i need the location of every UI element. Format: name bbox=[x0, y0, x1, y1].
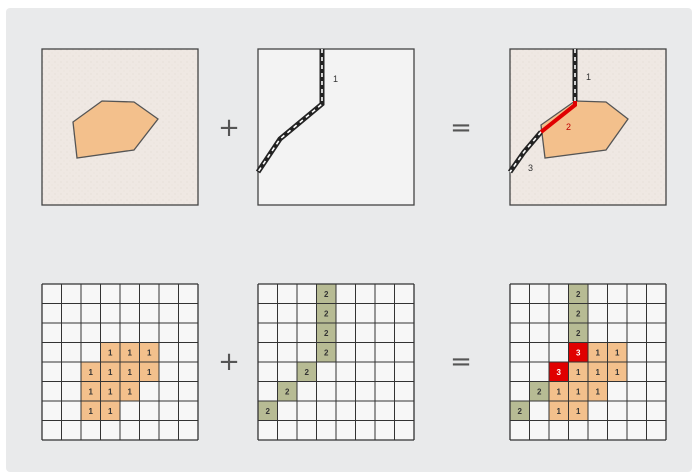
grid-cell bbox=[607, 342, 627, 362]
grid-cell bbox=[100, 342, 120, 362]
equals-operator-bottom: = bbox=[450, 347, 472, 377]
grid-cell-value: 1 bbox=[108, 407, 113, 416]
grid-cell-value: 1 bbox=[147, 348, 152, 357]
grid-cell-value: 1 bbox=[89, 407, 94, 416]
grid-cell-value: 1 bbox=[557, 387, 562, 396]
grid-cell bbox=[258, 401, 278, 421]
grid-cell-value: 1 bbox=[576, 387, 581, 396]
grid-cell-value: 3 bbox=[576, 348, 581, 357]
grid-cell bbox=[568, 284, 588, 304]
grid-cell bbox=[568, 401, 588, 421]
grid-cell bbox=[549, 401, 569, 421]
plus-operator-top: + bbox=[218, 113, 240, 143]
grid-cell-value: 1 bbox=[108, 348, 113, 357]
grid-cell bbox=[81, 381, 101, 401]
grid-cell-value: 2 bbox=[576, 329, 581, 338]
grid-cell-value: 1 bbox=[128, 387, 133, 396]
grid-cell bbox=[510, 401, 530, 421]
grid-cell-value: 1 bbox=[108, 368, 113, 377]
grid-cell-value: 1 bbox=[89, 387, 94, 396]
grid-cell bbox=[120, 362, 140, 382]
grid-cell bbox=[588, 342, 608, 362]
grid-cell-value: 2 bbox=[576, 290, 581, 299]
grid-cell-value: 2 bbox=[537, 387, 542, 396]
grid-cell bbox=[568, 362, 588, 382]
grid-cell-value: 1 bbox=[128, 348, 133, 357]
grid-cell-value: 2 bbox=[576, 309, 581, 318]
grid-cell bbox=[277, 381, 297, 401]
grid-cell bbox=[316, 342, 336, 362]
grid-cell-value: 1 bbox=[108, 387, 113, 396]
grid-cell-value: 1 bbox=[576, 407, 581, 416]
grid-cell-value: 2 bbox=[324, 309, 329, 318]
grid-cell bbox=[316, 323, 336, 343]
grid-cell-value: 1 bbox=[147, 368, 152, 377]
line-label: 1 bbox=[333, 74, 338, 84]
grid-cell-value: 2 bbox=[324, 348, 329, 357]
plus-operator-bottom: + bbox=[218, 347, 240, 377]
grid-cell bbox=[316, 303, 336, 323]
result-label-1: 1 bbox=[586, 72, 591, 82]
grid-cell-value: 1 bbox=[596, 348, 601, 357]
grid-cell bbox=[139, 362, 159, 382]
grid-cell-value: 1 bbox=[128, 368, 133, 377]
grid-cell bbox=[568, 303, 588, 323]
grid-cell bbox=[607, 362, 627, 382]
result-line-dash-bottom bbox=[509, 131, 542, 173]
grid-cell bbox=[81, 401, 101, 421]
grid-cell-value: 2 bbox=[266, 407, 271, 416]
grid-cell-value: 1 bbox=[576, 368, 581, 377]
raster-line-grid: 2 2 2 2 2 2 2 bbox=[257, 283, 415, 441]
vector-line-dash bbox=[257, 49, 323, 173]
grid-cell bbox=[100, 381, 120, 401]
raster-polygon-grid: 1 1 1 1 1 1 1 1 1 1 1 1 bbox=[41, 283, 199, 441]
grid-cell bbox=[529, 381, 549, 401]
grid-cell-value: 1 bbox=[596, 387, 601, 396]
grid-cell-value: 2 bbox=[518, 407, 523, 416]
grid-cell bbox=[549, 362, 569, 382]
vector-polygon bbox=[72, 100, 159, 159]
grid-cell bbox=[568, 381, 588, 401]
grid-cell bbox=[81, 362, 101, 382]
vector-result-panel: 1 2 3 bbox=[507, 48, 667, 206]
grid-cell bbox=[568, 323, 588, 343]
grid-cell-value: 2 bbox=[285, 387, 290, 396]
grid-cell-value: 2 bbox=[305, 368, 310, 377]
result-label-3: 3 bbox=[528, 163, 533, 173]
grid-cell-value: 1 bbox=[89, 368, 94, 377]
grid-cell-value: 2 bbox=[324, 290, 329, 299]
result-label-2: 2 bbox=[566, 122, 571, 132]
grid-cell bbox=[297, 362, 317, 382]
grid-cell bbox=[316, 284, 336, 304]
grid-cell bbox=[549, 381, 569, 401]
grid-cell-value: 1 bbox=[615, 348, 620, 357]
grid-cell bbox=[588, 362, 608, 382]
grid-cell bbox=[100, 362, 120, 382]
grid-cell bbox=[588, 381, 608, 401]
grid-cell bbox=[120, 381, 140, 401]
vector-polygon-panel bbox=[41, 48, 199, 206]
grid-cell bbox=[120, 342, 140, 362]
raster-result-grid: 2 2 2 3 1 1 3 1 1 1 2 1 1 1 2 1 1 bbox=[509, 283, 667, 441]
vector-line-panel: 1 bbox=[255, 48, 415, 206]
grid-cell-value: 2 bbox=[324, 329, 329, 338]
grid-cell-value: 1 bbox=[615, 368, 620, 377]
grid-cell-value: 1 bbox=[596, 368, 601, 377]
grid-cell-value: 1 bbox=[557, 407, 562, 416]
equals-operator-top: = bbox=[450, 113, 472, 143]
result-red-segment bbox=[539, 101, 577, 134]
grid-cell bbox=[139, 342, 159, 362]
grid-cell bbox=[568, 342, 588, 362]
grid-cell-value: 3 bbox=[557, 368, 562, 377]
grid-cell bbox=[100, 401, 120, 421]
